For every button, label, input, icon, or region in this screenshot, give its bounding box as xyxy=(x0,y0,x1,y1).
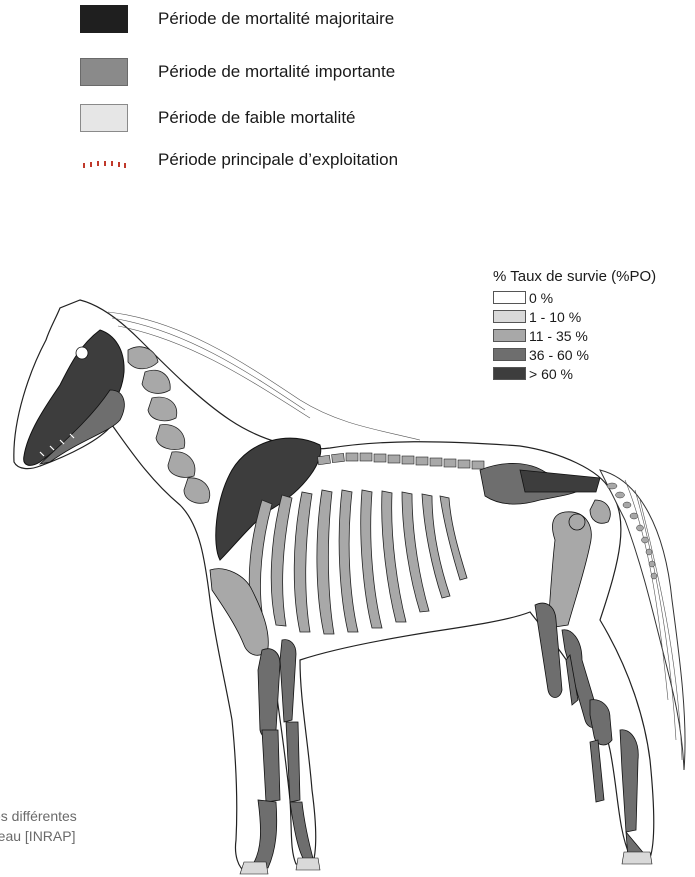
credit-line: es différentes xyxy=(0,806,77,826)
legend-label: Période de mortalité importante xyxy=(158,62,395,82)
legend-label: Période de mortalité majoritaire xyxy=(158,9,394,29)
legend-swatch-majoritaire xyxy=(80,5,128,33)
legend-item-importante: Période de mortalité importante xyxy=(80,57,128,87)
legend-item-exploitation: Période principale d’exploitation xyxy=(80,145,128,175)
eye-socket xyxy=(76,347,88,359)
mortality-legend: Période de mortalité majoritaire Période… xyxy=(0,0,695,200)
legend-item-faible: Période de faible mortalité xyxy=(80,103,128,133)
legend-swatch-importante xyxy=(80,58,128,86)
legend-swatch-faible xyxy=(80,104,128,132)
legend-swatch-exploitation xyxy=(80,146,128,174)
credit-line: reau [INRAP] xyxy=(0,826,77,846)
horse-skeleton-illustration xyxy=(0,280,695,877)
legend-label: Période principale d’exploitation xyxy=(158,150,398,170)
legend-label: Période de faible mortalité xyxy=(158,108,356,128)
figure-credit: es différentes reau [INRAP] xyxy=(0,806,77,846)
patella xyxy=(569,514,585,530)
legend-item-majoritaire: Période de mortalité majoritaire xyxy=(80,4,128,34)
